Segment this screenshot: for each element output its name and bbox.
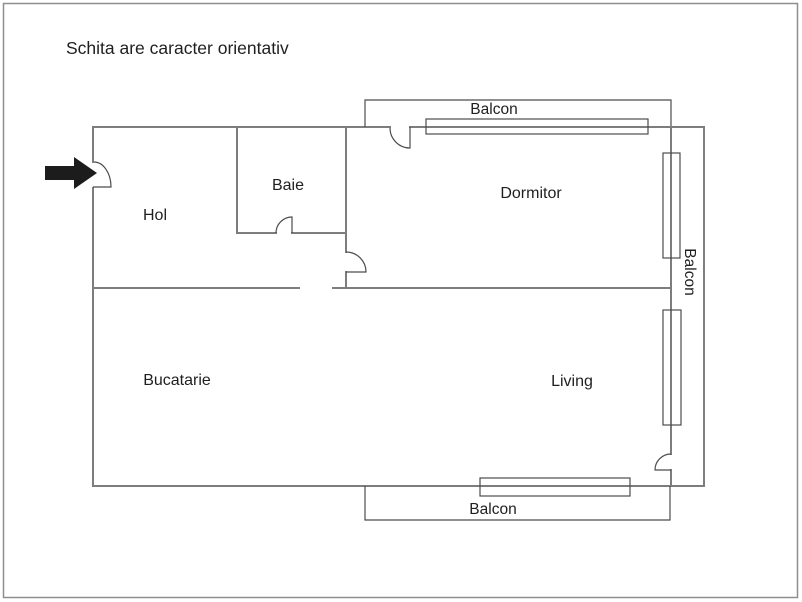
balcony-label-top: Balcon — [470, 101, 517, 118]
plan-disclaimer-title: Schita are caracter orientativ — [66, 38, 289, 58]
room-label-dormitor: Dormitor — [500, 185, 562, 202]
balcony-bottom-outline — [364, 486, 671, 521]
balconies-group — [364, 99, 705, 521]
balcony-top-outline — [364, 99, 672, 127]
door-baie — [275, 216, 293, 234]
room-label-baie: Baie — [272, 177, 304, 194]
window-dormitor — [662, 152, 681, 259]
balcony-label-bottom: Balcon — [469, 501, 516, 518]
balcony-right-outline — [670, 126, 705, 487]
entrance-arrow-icon — [45, 157, 97, 189]
doors-group — [93, 127, 672, 471]
balcony-label-right: Balcon — [681, 248, 698, 295]
door-balcony-dormitor — [389, 127, 411, 149]
door-entrance — [93, 161, 112, 188]
walls-group — [92, 126, 705, 487]
door-balcony-living — [654, 453, 672, 471]
door-dormitor — [345, 251, 367, 273]
window-balcony-bottom — [479, 477, 631, 497]
room-label-living: Living — [551, 373, 593, 390]
window-balcony-top — [425, 118, 649, 135]
windows-group — [425, 118, 682, 497]
room-label-bucatarie: Bucatarie — [143, 372, 211, 389]
room-label-hol: Hol — [143, 207, 167, 224]
window-living — [662, 309, 682, 426]
